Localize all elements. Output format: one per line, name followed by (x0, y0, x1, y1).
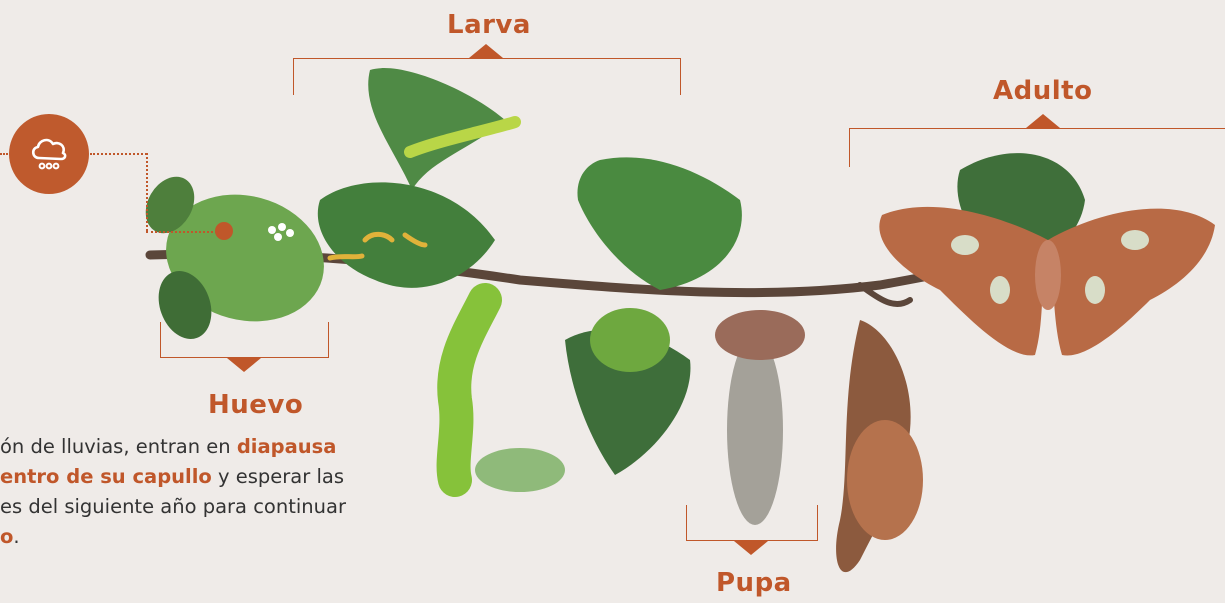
connector-right (90, 153, 147, 155)
wing-window (1121, 230, 1149, 250)
emerging-moth-wing (847, 420, 923, 540)
adult-moth-body (1035, 240, 1061, 310)
caterpillar-small (330, 256, 362, 258)
rain-badge (9, 114, 89, 194)
text-run: ón de lluvias, entran en (0, 435, 237, 458)
huevo-bracket (160, 322, 329, 358)
highlight-run: diapausa (237, 435, 337, 458)
cocoon (727, 335, 783, 525)
larva-pointer (469, 44, 503, 58)
stage-label-adulto: Adulto (993, 76, 1092, 106)
adulto-bracket (849, 128, 1225, 167)
egg (278, 223, 286, 231)
connector-left (0, 153, 8, 155)
description-line: o. (0, 522, 470, 552)
larva-bracket (293, 58, 681, 95)
egg (274, 233, 282, 241)
pupa-bracket (686, 505, 818, 541)
rain-cloud-icon (27, 134, 71, 174)
egg (268, 226, 276, 234)
wing-window (951, 235, 979, 255)
stage-label-pupa: Pupa (716, 568, 792, 598)
central-leaf (577, 157, 741, 290)
description-line: ón de lluvias, entran en diapausa (0, 432, 470, 462)
hanging-leaf (475, 448, 565, 492)
stage-label-huevo: Huevo (208, 390, 303, 420)
huevo-pointer (227, 358, 261, 372)
highlight-run: entro de su capullo (0, 465, 212, 488)
text-run: . (13, 525, 19, 548)
text-run: y esperar las (212, 465, 344, 488)
text-run: es del siguiente año para continuar (0, 495, 346, 518)
description-line: entro de su capullo y esperar las (0, 462, 470, 492)
connector-to-egg (146, 231, 221, 233)
cocoon-top (715, 310, 805, 360)
spinning-caterpillar (590, 308, 670, 372)
egg (286, 229, 294, 237)
highlight-run: o (0, 525, 13, 548)
connector-down (146, 153, 148, 231)
pupa-pointer (734, 541, 768, 555)
wing-window (990, 276, 1010, 304)
stage-label-larva: Larva (447, 10, 531, 40)
egg-marker (215, 222, 233, 240)
wing-window (1085, 276, 1105, 304)
description-line: es del siguiente año para continuar (0, 492, 470, 522)
description-text: ón de lluvias, entran en diapausa entro … (0, 432, 470, 552)
adulto-pointer (1026, 114, 1060, 128)
